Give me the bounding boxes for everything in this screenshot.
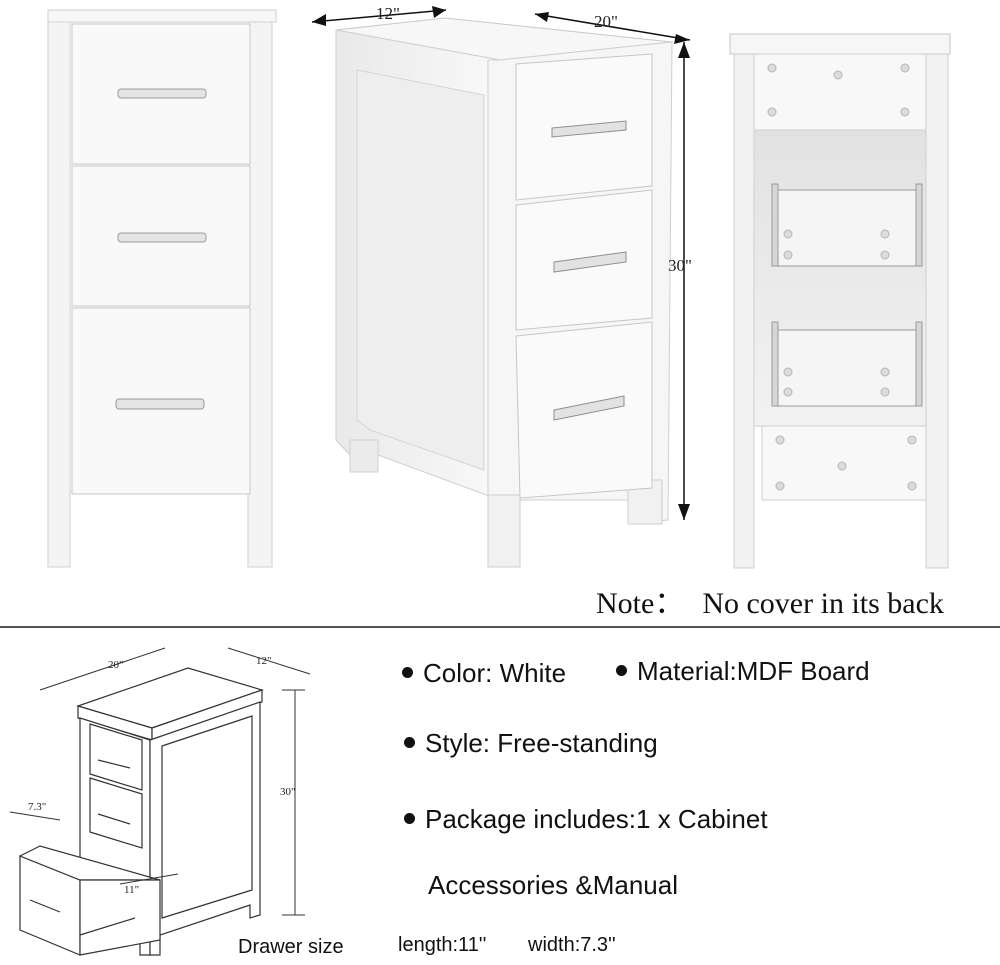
diagram-cabinet	[18, 667, 264, 956]
bullet-icon	[404, 812, 415, 824]
back-drawer-2	[777, 329, 917, 407]
bullet-icon	[616, 664, 627, 676]
dim-height-label: 30"	[668, 256, 692, 275]
drawer-handle	[117, 88, 207, 99]
dim-depth-label: 12"	[376, 4, 400, 23]
drawer-size-label: Drawer size	[238, 936, 344, 958]
dim-width-label: 20"	[594, 12, 618, 31]
back-drawer-1	[777, 189, 917, 267]
feature-color: Color: White	[402, 658, 566, 689]
feature-material: Material:MDF Board	[616, 656, 870, 687]
drawer-size-length: length:11''	[398, 934, 487, 956]
back-view-cabinet	[729, 33, 951, 569]
bullet-icon	[402, 666, 413, 678]
note-text: Note：No cover in its back	[596, 587, 944, 620]
product-photos: 12" 20" 30"	[47, 4, 951, 569]
bullet-icon	[404, 736, 415, 748]
feature-accessories: Accessories &Manual	[428, 870, 678, 900]
front-view-cabinet	[47, 9, 277, 568]
diagram-height-label: 30"	[280, 786, 296, 798]
diagram-width-label: 20"	[108, 659, 124, 671]
drawer-size-width: width:7.3''	[528, 934, 616, 956]
feature-package: Package includes:1 x Cabinet	[404, 804, 768, 835]
note-body: No cover in its back	[702, 587, 944, 620]
drawer-handle	[117, 232, 207, 243]
drawer-handle	[115, 398, 205, 410]
angled-view-cabinet	[311, 6, 691, 568]
feature-style: Style: Free-standing	[404, 728, 658, 759]
diagram-drawer-length-label: 11"	[124, 884, 139, 896]
diagram-drawer-width-label: 7.3"	[28, 801, 46, 813]
diagram-dimension-lines	[9, 647, 311, 916]
diagram-depth-label: 12"	[256, 655, 272, 667]
section-divider	[0, 626, 1000, 628]
